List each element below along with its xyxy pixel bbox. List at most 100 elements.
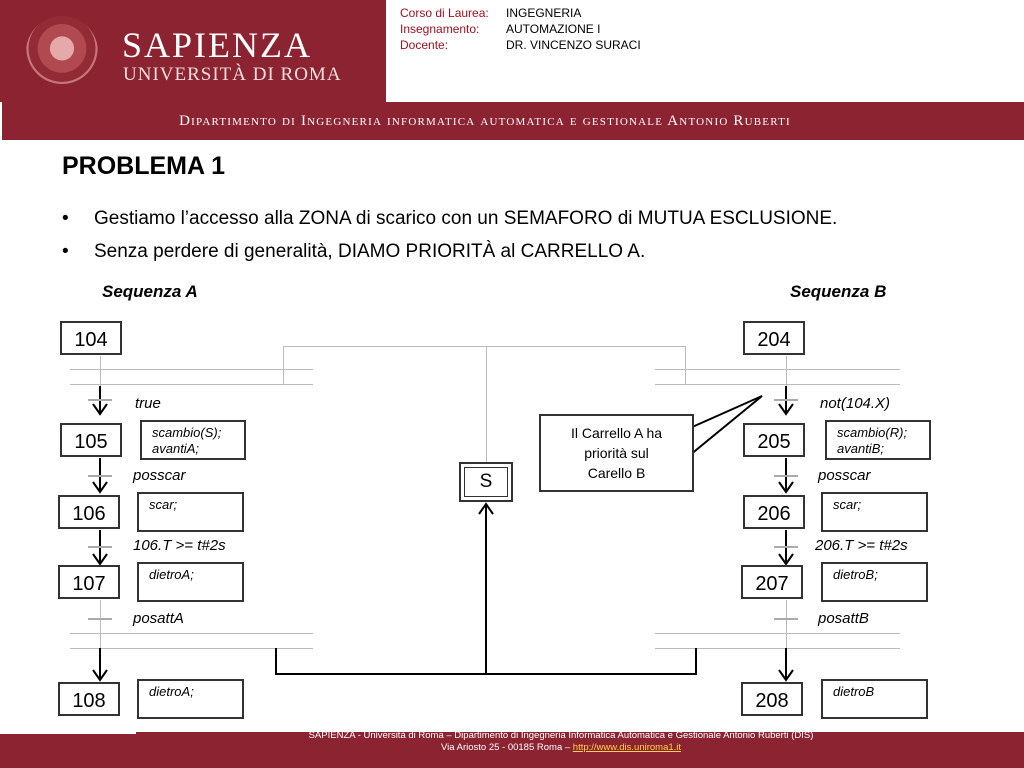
- semaphore-box: [459, 462, 513, 502]
- arrow-head-a1: [92, 403, 108, 416]
- condition-a1: true: [135, 395, 161, 412]
- step-108: 108: [58, 682, 120, 716]
- band-edge: [0, 102, 2, 140]
- action-207: dietroB;: [821, 562, 928, 602]
- step-104: 104: [60, 321, 122, 355]
- link-207-down: [786, 600, 787, 648]
- action-106: scar;: [137, 492, 244, 532]
- bullet-dot: •: [62, 241, 69, 262]
- link-to-108: [99, 648, 101, 680]
- teacher-info-row: Docente: DR. VINCENZO SURACI: [400, 38, 641, 52]
- step-205: 205: [743, 423, 805, 457]
- department-band: [0, 102, 1024, 140]
- department-name: Dipartimento di Ingegneria informatica a…: [179, 113, 791, 129]
- footer-line-2: Via Ariosto 25 - 00185 Roma – http://www…: [136, 742, 986, 753]
- join-right-drop: [685, 346, 686, 384]
- link-204-down: [786, 356, 787, 386]
- step-206: 206: [743, 495, 805, 529]
- corso-label: Corso di Laurea:: [400, 6, 489, 20]
- divergence-b-bottom: [655, 384, 900, 385]
- header: SAPIENZA UNIVERSITÀ DI ROMA Corso di Lau…: [0, 0, 1024, 140]
- arrow-head-a2: [92, 481, 108, 494]
- transition-bar-b4: [774, 618, 798, 620]
- step-106: 106: [58, 495, 120, 529]
- arrow-head-semaphore: [478, 502, 494, 515]
- convergence-b-bottom: [655, 648, 900, 649]
- course-info-row: Corso di Laurea: INGEGNERIA: [400, 6, 581, 20]
- transition-bar-a2: [88, 475, 112, 477]
- arrow-head-b3: [778, 553, 794, 566]
- arrow-head-a4: [92, 669, 108, 682]
- transition-bar-a1: [88, 399, 112, 401]
- action-105: scambio(S); avantiA;: [140, 420, 246, 460]
- bullet-text: Senza perdere di generalità, DIAMO PRIOR…: [94, 241, 646, 262]
- join-left-drop: [283, 346, 284, 384]
- condition-a4: posattA: [133, 610, 184, 627]
- footer-line-1: SAPIENZA - Università di Roma – Dipartim…: [308, 730, 814, 741]
- condition-a2: posscar: [133, 467, 186, 484]
- slide-title: PROBLEMA 1: [62, 152, 225, 180]
- action-107: dietroA;: [137, 562, 244, 602]
- step-107: 107: [58, 565, 120, 599]
- release-a-drop: [275, 648, 277, 675]
- step-105: 105: [60, 423, 122, 457]
- divergence-a-top: [70, 369, 313, 370]
- arrow-head-b1: [778, 403, 794, 416]
- university-seal-icon: [26, 16, 98, 88]
- transition-bar-b1: [774, 399, 798, 401]
- transition-bar-b2: [774, 475, 798, 477]
- insegnamento-label: Insegnamento:: [400, 22, 480, 36]
- arrow-head-b2: [778, 481, 794, 494]
- teaching-info-row: Insegnamento: AUTOMAZIONE I: [400, 22, 600, 36]
- condition-b1: not(104.X): [820, 395, 891, 412]
- convergence-a-top: [70, 633, 313, 634]
- footer-notch: [0, 718, 136, 734]
- bullet-dot: •: [62, 208, 69, 229]
- docente-value: DR. VINCENZO SURACI: [506, 38, 641, 52]
- divergence-b-top: [655, 369, 900, 370]
- transition-bar-b3: [774, 546, 798, 548]
- logo-subtitle: UNIVERSITÀ DI ROMA: [123, 64, 342, 85]
- semaphore-feed-line: [486, 346, 487, 462]
- action-205: scambio(R); avantiB;: [825, 420, 931, 460]
- release-to-semaphore: [485, 506, 487, 674]
- corso-value: INGEGNERIA: [506, 6, 582, 20]
- action-108: dietroA;: [137, 679, 244, 719]
- bullet-1: • Gestiamo l’accesso alla ZONA di scarico…: [62, 208, 837, 230]
- priority-callout: Il Carrello A ha priorità sul Carello B: [539, 414, 694, 492]
- step-208: 208: [741, 682, 803, 716]
- top-join-line: [283, 346, 685, 347]
- link-107-down: [100, 600, 101, 648]
- semaphore-label: S: [464, 467, 508, 497]
- action-208: dietroB: [821, 679, 928, 719]
- logo-name: SAPIENZA: [122, 25, 313, 65]
- step-207: 207: [741, 565, 803, 599]
- condition-b4: posattB: [818, 610, 869, 627]
- footer-website-link[interactable]: http://www.dis.uniroma1.it: [572, 742, 682, 753]
- footer-address: Via Ariosto 25 - 00185 Roma –: [440, 742, 573, 753]
- insegnamento-value: AUTOMAZIONE I: [506, 22, 601, 36]
- divergence-a-bottom: [70, 384, 313, 385]
- release-join-line: [275, 673, 697, 675]
- condition-b2: posscar: [818, 467, 871, 484]
- docente-label: Docente:: [400, 38, 449, 52]
- bullet-text: Gestiamo l’accesso alla ZONA di scarico …: [94, 208, 838, 229]
- convergence-b-top: [655, 633, 900, 634]
- arrow-head-a3: [92, 553, 108, 566]
- sequence-a-label: Sequenza A: [102, 282, 198, 301]
- link-104-down: [100, 356, 101, 386]
- arrow-head-b4: [778, 669, 794, 682]
- transition-bar-a3: [88, 546, 112, 548]
- action-206: scar;: [821, 492, 928, 532]
- transition-bar-a4: [88, 618, 112, 620]
- condition-b3: 206.T >= t#2s: [815, 537, 908, 554]
- sequence-b-label: Sequenza B: [790, 282, 887, 301]
- link-to-208: [785, 648, 787, 680]
- step-204: 204: [743, 321, 805, 355]
- condition-a3: 106.T >= t#2s: [133, 537, 226, 554]
- convergence-a-bottom: [70, 648, 313, 649]
- footer: [0, 732, 1024, 768]
- bullet-2: • Senza perdere di generalità, DIAMO PRIO…: [62, 241, 645, 263]
- release-b-drop: [695, 648, 697, 675]
